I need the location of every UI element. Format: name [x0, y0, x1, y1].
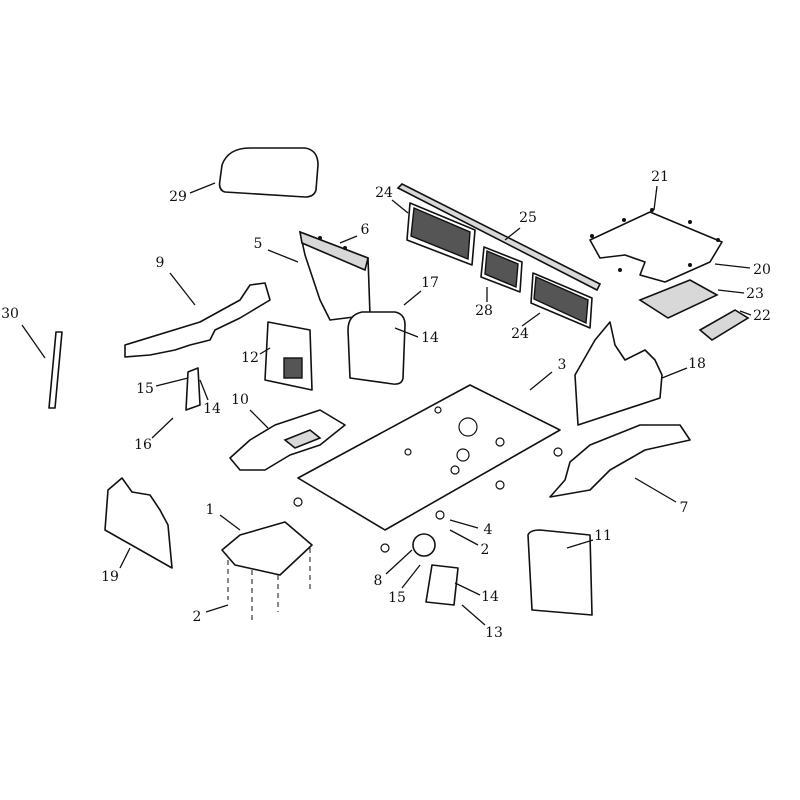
callout-15b: 15: [388, 590, 406, 606]
callout-11: 11: [594, 528, 612, 544]
part-30-strip: [48, 331, 63, 409]
callout-28: 28: [475, 303, 493, 319]
callout-12: 12: [241, 350, 259, 366]
callout-4: 4: [484, 522, 493, 538]
part-22-plate: [698, 309, 750, 341]
callout-1: 1: [206, 502, 215, 518]
callout-labels: 29 24 25 21 6 5 9 20 23 22 17 28 24 14 3…: [1, 169, 771, 641]
callout-6: 6: [361, 222, 370, 238]
callout-8: 8: [374, 573, 383, 589]
callout-20: 20: [753, 262, 771, 278]
part-21-plate: [589, 208, 723, 283]
part-24-pads: [406, 202, 593, 329]
leader-lines: [21, 182, 752, 626]
callout-17: 17: [421, 275, 439, 291]
callout-30: 30: [1, 306, 19, 322]
part-5-panel: [298, 230, 371, 321]
part-12-panel: [264, 321, 313, 391]
part-17-panel: [347, 311, 406, 385]
callout-18: 18: [688, 356, 706, 372]
callout-16: 16: [134, 437, 152, 453]
part-16-bracket: [185, 367, 201, 411]
callout-3: 3: [558, 357, 567, 373]
callout-9: 9: [156, 255, 165, 271]
callout-25: 25: [519, 210, 537, 226]
callout-14b: 14: [203, 401, 221, 417]
callout-15: 15: [136, 381, 154, 397]
callout-10: 10: [231, 392, 249, 408]
part-10-plate: [229, 409, 346, 471]
callout-14c: 14: [481, 589, 499, 605]
part-25-rail: [396, 183, 602, 292]
callout-7: 7: [680, 500, 689, 516]
callout-14: 14: [421, 330, 439, 346]
callout-24: 24: [375, 185, 393, 201]
callout-23: 23: [746, 286, 764, 302]
callout-21: 21: [651, 169, 669, 185]
callout-19: 19: [101, 569, 119, 585]
callout-2: 2: [481, 542, 490, 558]
part-7-trim: [549, 424, 691, 498]
part-19-panel: [104, 477, 173, 569]
part-29-panel: [218, 147, 319, 198]
callout-24b: 24: [511, 326, 529, 342]
part-8-grommet: [412, 533, 436, 557]
part-13-plate: [425, 564, 459, 606]
callout-29: 29: [169, 189, 187, 205]
part-11-panel: [527, 529, 593, 616]
callout-2b: 2: [193, 609, 202, 625]
part-9-trim: [124, 282, 271, 358]
part-1-bracket: [221, 521, 313, 620]
callout-13: 13: [485, 625, 503, 641]
part-18-panel: [574, 321, 663, 426]
callout-5: 5: [254, 236, 263, 252]
part-3-floor-plate: [293, 384, 563, 553]
part-23-plate: [638, 279, 719, 319]
callout-22: 22: [753, 308, 771, 324]
